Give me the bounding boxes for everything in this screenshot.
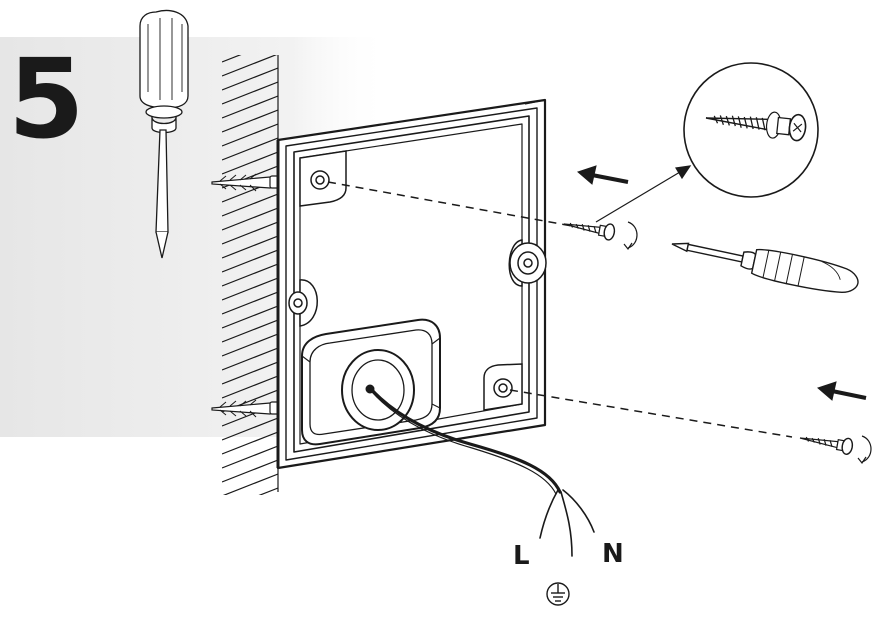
cable: [365, 384, 562, 495]
wall-hatch-line: [222, 67, 278, 91]
wall-hatch-line: [222, 502, 278, 524]
wall-hatch-line: [222, 207, 278, 231]
mounting-lug-right: [508, 239, 547, 287]
wall-hatch-line: [222, 445, 278, 469]
wall-hatch-line: [222, 193, 278, 217]
wall-hatch-line: [222, 305, 278, 329]
screw-icon: [563, 222, 854, 455]
direction-arrow-icon: [577, 165, 867, 401]
wall-hatch-line: [222, 123, 278, 147]
wall-hatch-line: [222, 516, 278, 538]
wall-hatch-line: [222, 55, 278, 77]
magnifier-callout-icon: [683, 62, 819, 198]
mounting-lug-left: [288, 279, 318, 327]
screwdriver-vertical-icon: [139, 9, 189, 259]
wall-hatch-line: [222, 473, 278, 495]
wall-hatch-line: [222, 459, 278, 483]
wall-hatch-line: [258, 487, 278, 495]
wires: [539, 489, 595, 557]
wall-hatch-line: [222, 95, 278, 119]
wall-hatch-line: [222, 263, 278, 287]
mounting-lug-bottom-right: [483, 363, 523, 411]
wall-hatch-line: [222, 291, 278, 315]
callout-leader: [595, 165, 692, 223]
wall-hatch-line: [222, 137, 278, 161]
wall-hatch-line: [222, 235, 278, 259]
wall-hatch-line: [222, 109, 278, 133]
wall-hatch-line: [222, 375, 278, 399]
earth-ground-icon: [546, 582, 570, 606]
wall-hatch-line: [222, 151, 278, 175]
wall-hatch-line: [222, 55, 242, 63]
wall-hatch-line: [222, 81, 278, 105]
wire-label-neutral: N: [602, 539, 624, 569]
wall-hatch-line: [222, 333, 278, 357]
wall-hatch-line: [222, 347, 278, 371]
screwdriver-horizontal-icon: [671, 242, 859, 294]
wall-hatch-line: [222, 221, 278, 245]
wall-hatch-line: [222, 417, 278, 441]
wall-hatch-line: [222, 277, 278, 301]
alignment-lines: [327, 181, 793, 438]
step-number: 5: [8, 35, 85, 163]
wall-hatch-line: [222, 361, 278, 385]
wire-label-live: L: [513, 541, 530, 571]
mounting-lug-top-left: [299, 150, 347, 207]
wall-hatch-line: [222, 319, 278, 343]
wall-hatch-line: [222, 431, 278, 455]
wall-hatch-line: [222, 249, 278, 273]
rotate-arrow-icon: [623, 221, 872, 465]
